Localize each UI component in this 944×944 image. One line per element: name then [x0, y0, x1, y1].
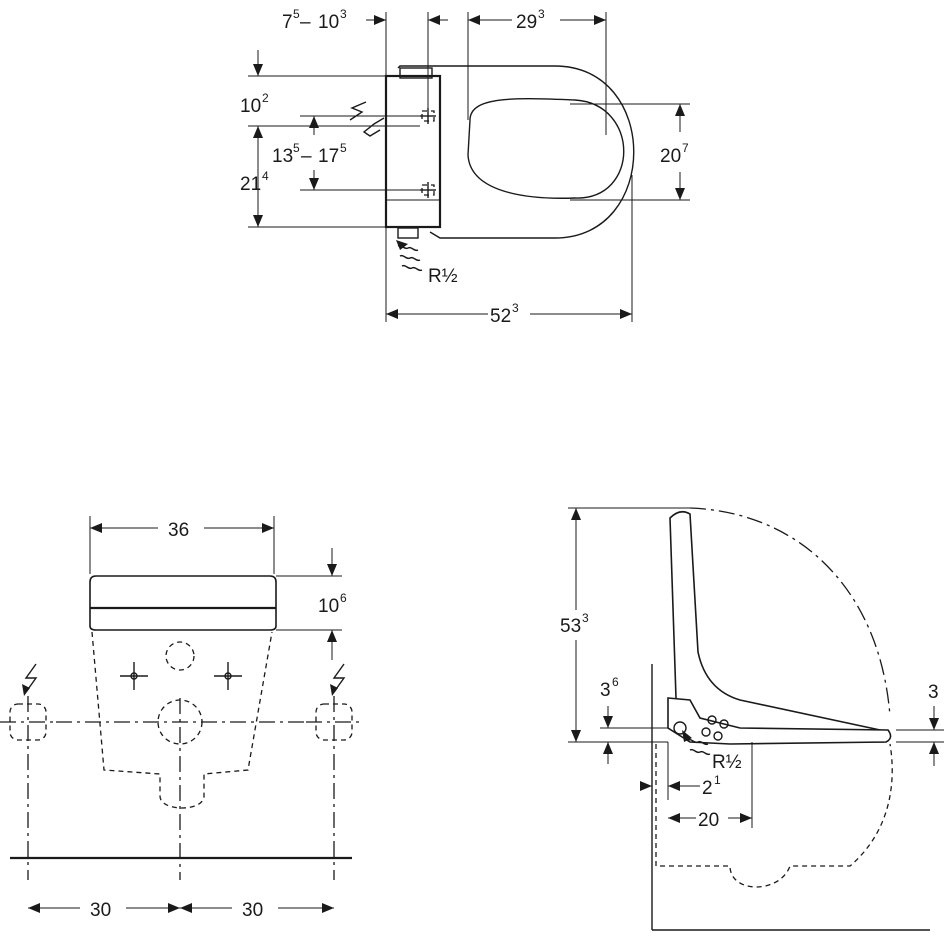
seat-front: [89, 575, 277, 631]
anchor-lower: [420, 182, 436, 198]
svg-text:29: 29: [516, 12, 537, 33]
power-cable: [362, 117, 385, 137]
svg-text:3: 3: [512, 301, 519, 315]
svg-text:10: 10: [318, 596, 339, 617]
svg-text:5: 5: [293, 7, 300, 21]
water-label: R½: [712, 752, 742, 773]
svg-text:21: 21: [240, 174, 261, 195]
control-icons: [701, 715, 729, 741]
lid: [669, 510, 889, 743]
anchor-upper: [420, 108, 436, 124]
svg-text:52: 52: [490, 306, 511, 327]
side-view: R½ 53 3 3 6 3: [560, 507, 944, 931]
water-inlet-icon: [682, 730, 711, 756]
dim-depth: 20: [698, 810, 719, 831]
svg-text:3: 3: [582, 611, 589, 625]
svg-text:7: 7: [282, 12, 293, 33]
svg-text:6: 6: [612, 675, 619, 689]
dim-anchor-range: 13 5 – 17 5: [272, 141, 347, 167]
bowl-side: [655, 743, 893, 888]
svg-text:2: 2: [262, 91, 269, 105]
hole-top: [165, 641, 195, 671]
dim-seat-thickness: 3: [928, 682, 939, 703]
svg-text:2: 2: [702, 778, 713, 799]
svg-text:–: –: [301, 146, 312, 167]
anchor-left: [120, 662, 148, 690]
water-inlet-icon: [396, 240, 423, 272]
svg-text:3: 3: [928, 682, 939, 703]
dim-offset-range: 7 5 – 10 3: [282, 7, 347, 33]
dim-left-spacing: 30: [90, 900, 111, 921]
svg-text:53: 53: [560, 616, 581, 637]
svg-text:3: 3: [600, 680, 611, 701]
dim-width: 36: [168, 520, 189, 541]
dim-seat-width: 20 7: [660, 141, 689, 167]
svg-text:5: 5: [340, 141, 347, 155]
svg-text:17: 17: [318, 146, 339, 167]
bowl-outline: [91, 631, 273, 809]
seat-outline: [397, 65, 635, 239]
svg-text:–: –: [300, 12, 311, 33]
svg-text:4: 4: [262, 169, 269, 183]
back-unit-bottom: [397, 227, 419, 239]
svg-text:5: 5: [293, 141, 300, 155]
front-view: 36 10 6 30 30: [0, 516, 362, 921]
water-label: R½: [428, 266, 458, 287]
dim-connection-height: 3 6: [600, 675, 619, 701]
svg-text:7: 7: [682, 141, 689, 155]
dim-right-spacing: 30: [242, 900, 263, 921]
back-unit-top: [399, 67, 433, 79]
svg-text:10: 10: [318, 12, 339, 33]
svg-text:20: 20: [660, 146, 681, 167]
svg-text:3: 3: [340, 7, 347, 21]
dim-total-length: 52 3: [490, 301, 519, 327]
dim-lid-height: 53 3: [560, 611, 589, 637]
dim-seat-length: 29 3: [516, 7, 545, 33]
socket-left: [0, 696, 56, 880]
back-unit: [384, 74, 442, 229]
seat-side: [667, 697, 892, 745]
svg-text:10: 10: [240, 96, 261, 117]
dim-connection-offset: 2 1: [702, 773, 721, 799]
electricity-icon-right: [332, 663, 346, 693]
dim-height: 10 6: [318, 591, 347, 617]
water-connection: [673, 721, 687, 735]
svg-text:1: 1: [714, 773, 721, 787]
dim-top-to-anchor: 10 2: [240, 91, 269, 117]
dim-anchor-height: 21 4: [240, 169, 269, 195]
electricity-icon: [349, 101, 367, 121]
svg-text:13: 13: [272, 146, 293, 167]
seat-opening: [467, 98, 625, 199]
top-view: R½ 7 5 – 10 3 29 3: [240, 7, 690, 327]
anchor-right: [214, 662, 242, 690]
svg-text:6: 6: [340, 591, 347, 605]
svg-text:3: 3: [538, 7, 545, 21]
lid-swing-arc: [689, 507, 891, 717]
electricity-icon-left: [24, 663, 38, 693]
socket-right: [306, 696, 362, 880]
